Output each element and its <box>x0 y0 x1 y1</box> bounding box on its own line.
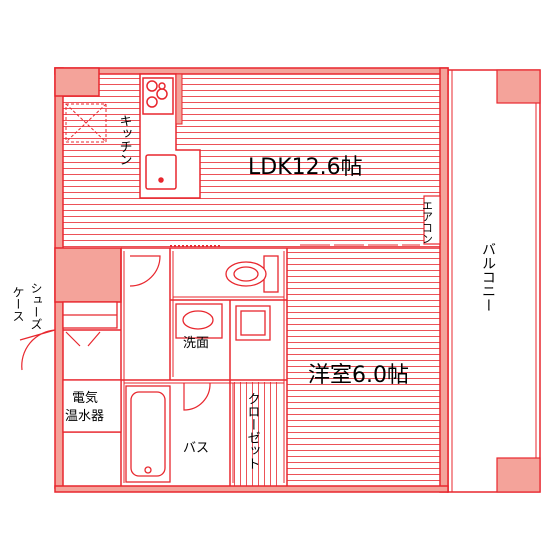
washing-machine <box>235 305 271 341</box>
kitchen-label: キッチン <box>117 114 132 166</box>
refrigerator-space <box>65 103 107 143</box>
small-double-door[interactable] <box>65 331 101 347</box>
western-room-floor <box>287 248 444 488</box>
walls <box>54 67 449 493</box>
balcony-column-bottom <box>496 457 541 493</box>
washroom-door[interactable] <box>129 255 161 287</box>
water-heater <box>62 379 122 433</box>
aircon-label: エアコン <box>421 200 434 244</box>
entry-door[interactable] <box>19 329 56 371</box>
aircon-unit <box>423 195 441 245</box>
water-heater-label-1: 電気 <box>72 390 98 406</box>
closet-label: クローゼット <box>245 392 261 470</box>
balcony-column-top <box>496 69 541 104</box>
balcony-label: バルコニー <box>480 242 496 312</box>
bathtub <box>125 385 171 483</box>
toilet <box>225 255 279 293</box>
shoe-case-label: ケース <box>11 286 25 322</box>
washroom-label: 洗面 <box>183 336 209 351</box>
western-room-label: 洋室6.0帖 <box>308 363 409 388</box>
bath-label: バス <box>183 441 209 456</box>
closet-floor <box>230 382 282 488</box>
ldk-floor <box>62 72 444 248</box>
water-heater-label-2: 温水器 <box>65 409 104 424</box>
balcony-area <box>447 69 541 493</box>
washbasin <box>175 303 223 339</box>
bath-door[interactable] <box>183 382 211 411</box>
shoe-case <box>62 301 118 329</box>
ldk-label: LDK12.6帖 <box>248 155 363 180</box>
shoe-case-label-part: シューズ <box>29 282 43 330</box>
